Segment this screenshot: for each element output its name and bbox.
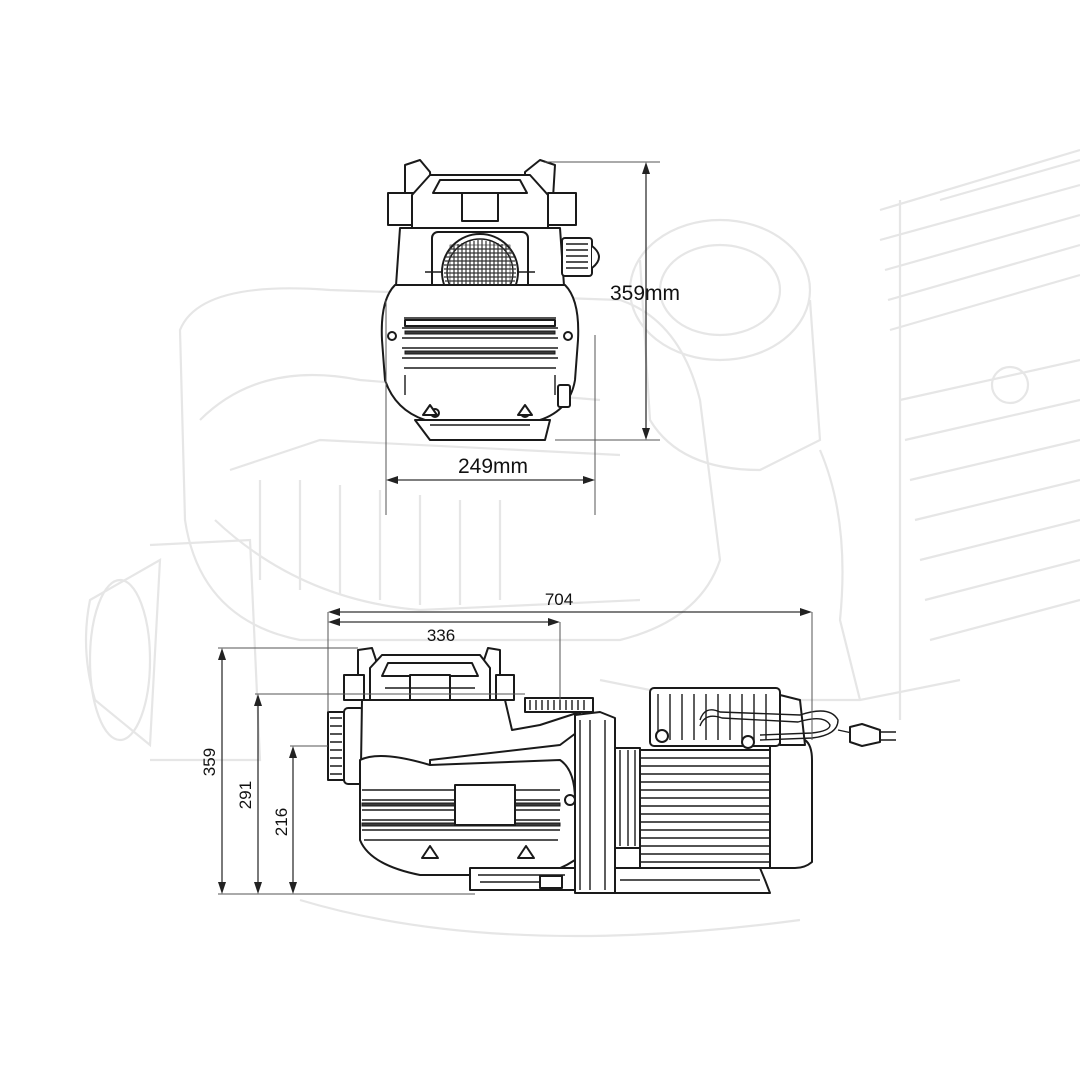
front-height-label: 359mm <box>610 282 680 305</box>
front-view-dimensions <box>385 161 660 515</box>
overall-length-label: 704 <box>545 590 573 609</box>
outlet-height-label: 291 <box>236 781 255 809</box>
side-view-pump <box>327 647 896 894</box>
overall-height-label: 359 <box>200 748 219 776</box>
front-width-label: 249mm <box>458 455 528 478</box>
inlet-height-label: 216 <box>272 808 291 836</box>
side-view-dimensions <box>218 608 813 895</box>
front-view-pump <box>380 159 600 441</box>
strainer-length-label: 336 <box>427 626 455 645</box>
